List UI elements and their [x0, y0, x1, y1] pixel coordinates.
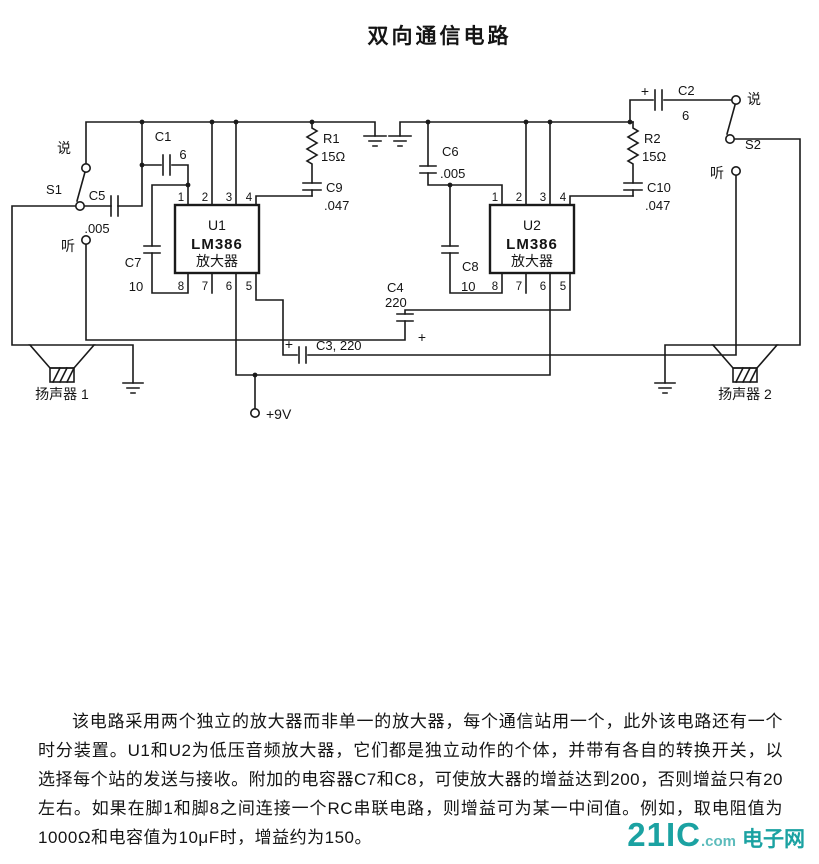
c4-polarity-mark: +: [418, 329, 426, 345]
s1-common-contact: [75, 201, 86, 212]
watermark-brand: 21IC: [627, 816, 701, 853]
s1-talk-label: 说: [57, 140, 71, 156]
s1-talk-contact: [81, 163, 92, 174]
u2-pin-number: 4: [560, 192, 567, 204]
c6-ref-label: C6: [442, 144, 459, 159]
u2-pin-number: 3: [540, 192, 546, 204]
u2-pin-number: 2: [516, 192, 522, 204]
wiring-station1: [11, 121, 737, 410]
supply-terminal: [250, 407, 261, 418]
u1-pin-number: 6: [226, 281, 232, 293]
speaker-2-symbol: [711, 344, 779, 384]
c7-ref-label: C7: [125, 255, 142, 270]
c1-value-label: 6: [179, 147, 186, 162]
c8-ref-label: C8: [462, 259, 479, 274]
c3-label: C3, 220: [316, 338, 362, 353]
u1-pin-number: 3: [226, 192, 232, 204]
speaker-2-label: 扬声器 2: [718, 386, 772, 402]
watermark-tagline: 电子网: [742, 828, 805, 851]
u1-part-label: LM386: [191, 236, 243, 253]
supply-label: +9V: [266, 406, 292, 422]
s2-listen-label: 听: [710, 165, 724, 181]
speaker-1-label: 扬声器 1: [35, 386, 89, 402]
watermark-logo: 21IC.com 电子网: [627, 816, 805, 854]
c1-ref-label: C1: [155, 129, 172, 144]
u2-pin-number: 1: [492, 192, 498, 204]
r1-ref-label: R1: [323, 131, 340, 146]
c6-value-label: .005: [440, 166, 465, 181]
resistor-r1: [305, 121, 319, 197]
c8-value-label: 10: [461, 279, 475, 294]
c3-polarity-mark: +: [285, 336, 293, 352]
u2-pin-number: 5: [560, 281, 566, 293]
c4-ref-label: C4: [387, 280, 404, 295]
c2-value-label: 6: [682, 108, 689, 123]
c7-value-label: 10: [129, 279, 143, 294]
s1-listen-label: 听: [61, 238, 75, 254]
u1-ref-label: U1: [208, 217, 226, 233]
s2-common-contact: [724, 134, 735, 145]
c9-value-label: .047: [324, 198, 349, 213]
r2-ref-label: R2: [644, 131, 661, 146]
s2-listen-contact: [730, 166, 741, 177]
resistor-r2: [626, 121, 640, 197]
c4-value-label: 220: [385, 295, 407, 310]
c9-ref-label: C9: [326, 180, 343, 195]
u1-pin-number: 4: [246, 192, 253, 204]
u2-part-label: LM386: [506, 236, 558, 253]
watermark-suffix: .com: [700, 833, 736, 850]
circuit-schematic: 说 S1 听 C5 .005 C1 6 C7 10 U1 LM386 放大器 1…: [11, 83, 801, 422]
s2-talk-label: 说: [747, 91, 761, 107]
c2-polarity-mark: +: [641, 83, 649, 99]
speaker-1-symbol: [28, 344, 96, 384]
u1-pin-number: 2: [202, 192, 208, 204]
wiring-station2: [399, 99, 801, 384]
junction-dots: [139, 119, 633, 378]
capacitor-plates: [110, 89, 663, 364]
u2-pin-number: 6: [540, 281, 546, 293]
r2-value-label: 15Ω: [642, 149, 666, 164]
page-title: 双向通信电路: [367, 25, 512, 48]
s2-ref-label: S2: [745, 137, 761, 152]
s1-ref-label: S1: [46, 182, 62, 197]
c10-value-label: .047: [645, 198, 670, 213]
u2-ref-label: U2: [523, 217, 541, 233]
u1-pin-number: 7: [202, 281, 208, 293]
u2-pin-number: 7: [516, 281, 522, 293]
u2-pin-number: 8: [492, 281, 498, 293]
ic-u2-box: [488, 203, 576, 275]
u1-role-label: 放大器: [196, 253, 238, 269]
s2-talk-contact: [730, 95, 741, 106]
u1-pin-number: 8: [178, 281, 184, 293]
s1-listen-contact: [81, 235, 92, 246]
c2-ref-label: C2: [678, 83, 695, 98]
c5-ref-label: C5: [89, 188, 106, 203]
u2-role-label: 放大器: [511, 253, 553, 269]
c10-ref-label: C10: [647, 180, 671, 195]
ground-symbols: [122, 135, 676, 394]
r1-value-label: 15Ω: [321, 149, 345, 164]
u1-pin-number: 5: [246, 281, 252, 293]
c5-value-label: .005: [84, 221, 109, 236]
u1-pin-number: 1: [178, 192, 184, 204]
ic-u1-box: [173, 203, 261, 275]
description-text: 该电路采用两个独立的放大器而非单一的放大器，每个通信站用一个，此外该电路还有一个…: [38, 712, 783, 847]
